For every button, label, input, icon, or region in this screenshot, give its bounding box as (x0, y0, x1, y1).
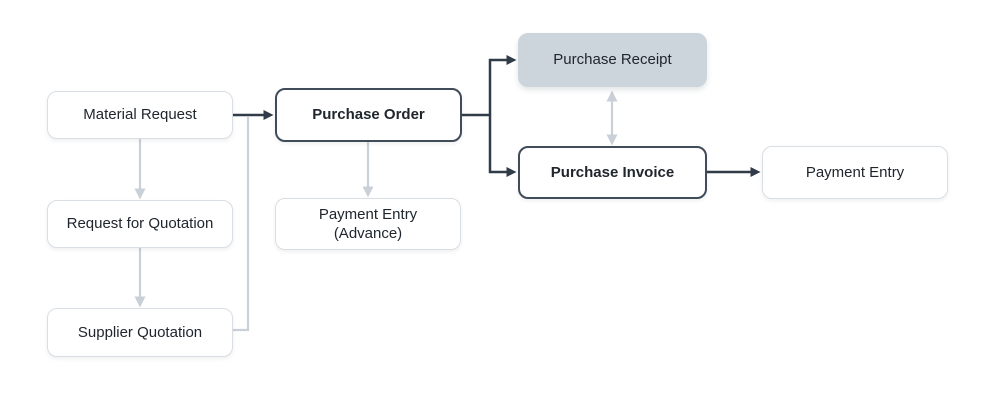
edge-purchase-order-to-purchase-invoice (488, 115, 517, 177)
node-purchase-invoice-label: Purchase Invoice (550, 163, 675, 181)
node-purchase-receipt: Purchase Receipt (518, 33, 707, 87)
node-purchase-order: Purchase Order (275, 88, 462, 142)
node-supplier-quotation: Supplier Quotation (47, 308, 233, 357)
node-material-request: Material Request (47, 91, 233, 139)
node-purchase-invoice: Purchase Invoice (518, 146, 707, 199)
node-payment-entry: Payment Entry (762, 146, 948, 199)
edge-purchase-order-to-purchase-receipt (488, 55, 517, 115)
node-payment-entry-advance: Payment Entry (Advance) (275, 198, 461, 250)
node-purchase-order-label: Purchase Order (312, 106, 425, 124)
node-request-for-quotation: Request for Quotation (47, 200, 233, 248)
node-material-request-label: Material Request (83, 106, 197, 124)
edge-supplier-quotation-to-purchase-order (233, 117, 250, 332)
node-payment-entry-advance-label: Payment Entry (Advance) (318, 205, 418, 243)
node-payment-entry-label: Payment Entry (805, 163, 905, 181)
node-request-for-quotation-label: Request for Quotation (66, 215, 214, 233)
node-purchase-receipt-label: Purchase Receipt (553, 51, 672, 69)
node-supplier-quotation-label: Supplier Quotation (77, 323, 203, 341)
